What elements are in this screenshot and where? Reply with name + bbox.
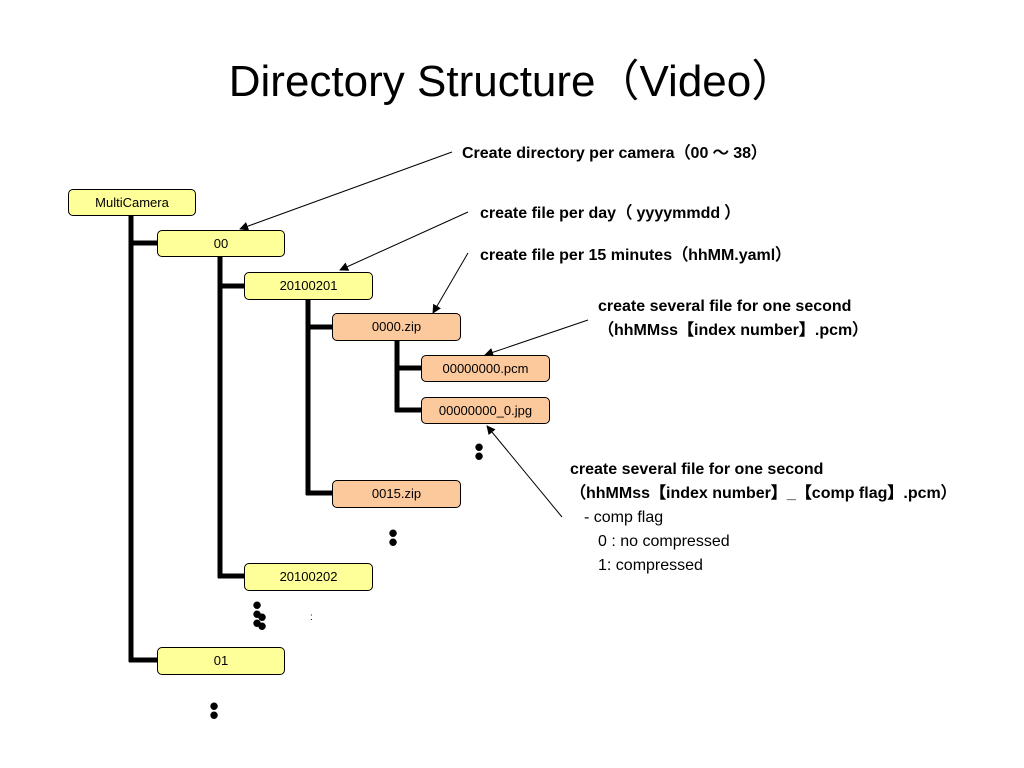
dir-multicamera: MultiCamera (68, 189, 196, 216)
ellipsis-dots-cameras: •• (209, 691, 219, 730)
note-pcm-files: create several file for one second （hhMM… (598, 295, 868, 343)
file-0000-zip: 0000.zip (332, 313, 461, 341)
note-jpg-files: create several file for one second （hhMM… (570, 458, 957, 578)
note-per-day: create file per day（ yyyymmdd ） (480, 205, 741, 222)
note-jpg-line4: 0 : no compressed (598, 533, 730, 550)
ellipsis-dots-files: •• (474, 432, 484, 471)
small-colon-mark: : (310, 612, 313, 623)
file-0015-zip: 0015.zip (332, 480, 461, 508)
tree-branch-lines (128, 215, 422, 663)
dir-day-20100201: 20100201 (244, 272, 373, 300)
annotation-arrows (239, 151, 589, 518)
file-00000000-0-jpg: 00000000_0.jpg (421, 397, 550, 424)
arrow-per-15min (432, 252, 469, 314)
ellipsis-dots-days-a: ••• (252, 590, 262, 638)
note-jpg-line1: create several file for one second (570, 461, 824, 478)
dir-day-20100202: 20100202 (244, 563, 373, 591)
note-jpg-line5: 1: compressed (598, 557, 703, 574)
note-jpg-line2: （hhMMss【index number】_【comp flag】.pcm） (570, 485, 957, 502)
arrow-pcm-note (484, 319, 589, 357)
note-jpg-line3: - comp flag (584, 509, 664, 526)
note-pcm-line1: create several file for one second (598, 298, 852, 315)
arrow-per-day (339, 211, 469, 271)
note-per-camera: Create directory per camera（00 ～ 38） (462, 145, 768, 162)
slide-title: Directory Structure（Video） (228, 57, 796, 106)
arrow-per-camera (239, 151, 453, 231)
dir-camera-00: 00 (157, 230, 285, 257)
dir-camera-01: 01 (157, 647, 285, 675)
note-pcm-line2: （hhMMss【index number】.pcm） (598, 322, 869, 339)
ellipsis-dots-zips: •• (388, 518, 398, 557)
note-per-15min: create file per 15 minutes（hhMM.yaml） (480, 247, 792, 264)
arrow-jpg-note (486, 425, 563, 518)
file-00000000-pcm: 00000000.pcm (421, 355, 550, 382)
ellipsis-dots-days-b: •• (257, 602, 267, 641)
